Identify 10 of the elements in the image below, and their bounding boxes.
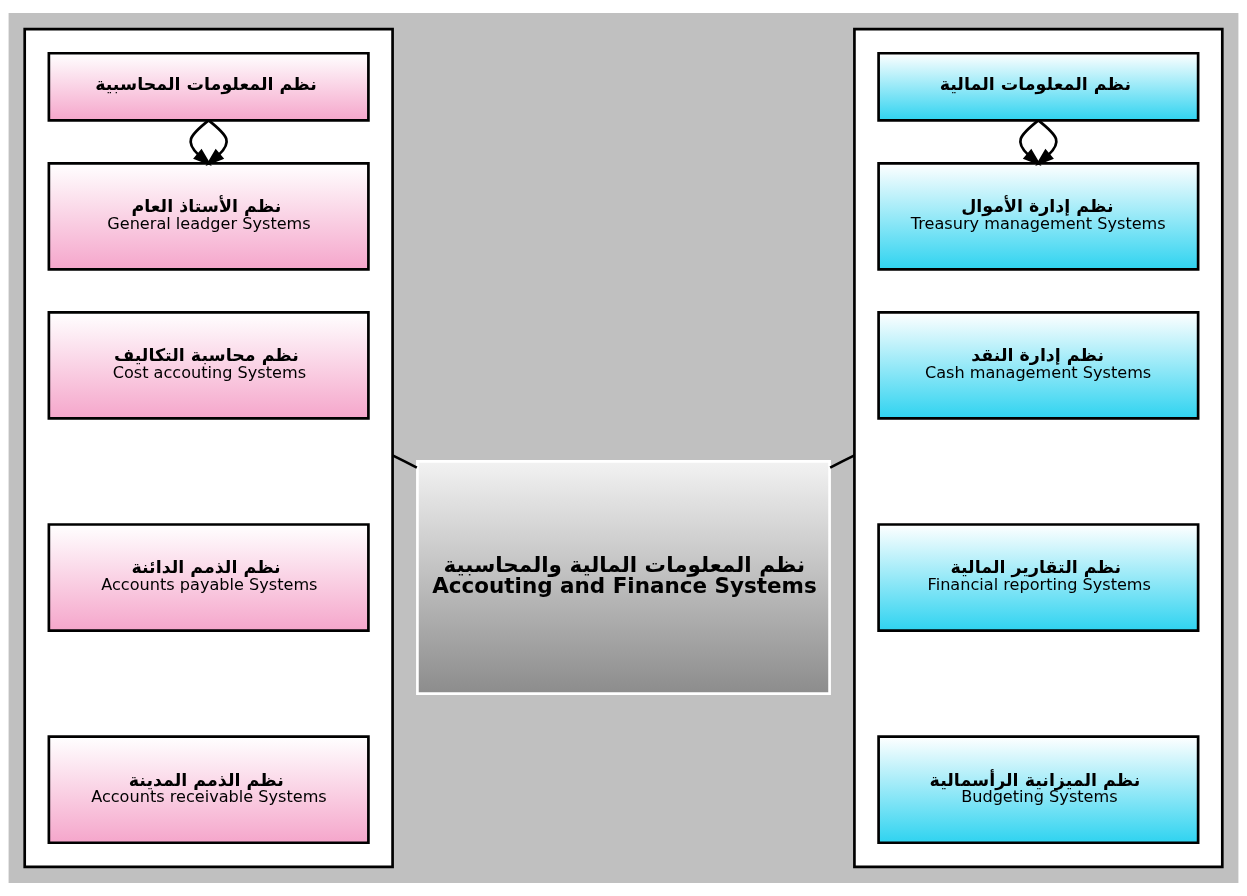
node-box: نظم المعلومات المالية	[877, 51, 1200, 122]
cluster	[23, 27, 394, 869]
arrow	[1019, 119, 1042, 166]
arrow	[189, 119, 212, 166]
arrow	[1035, 119, 1058, 166]
arrow	[205, 119, 228, 166]
cluster	[853, 27, 1224, 869]
connector	[391, 454, 418, 469]
node-box: نظم المعلومات المحاسبية	[47, 51, 370, 122]
connector	[829, 454, 856, 469]
